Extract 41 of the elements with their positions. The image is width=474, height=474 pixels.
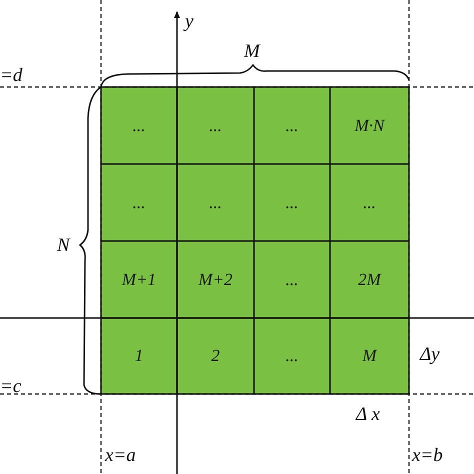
grid-cell (177, 318, 254, 394)
grid-cell (254, 241, 330, 318)
grid-cell (330, 241, 409, 318)
cell-label: ... (363, 192, 376, 212)
axis-label: x=a (105, 446, 136, 465)
cell-label: ... (286, 270, 298, 290)
axis-label: Δ x (356, 405, 380, 424)
cell-label: ... (209, 116, 222, 136)
axis-label: x=b (412, 446, 443, 465)
axis-label: =c (0, 377, 22, 396)
cell-label: ... (132, 116, 146, 136)
cell-label: 2 (211, 346, 220, 366)
grid-cell (177, 241, 254, 318)
cell-label: M (362, 346, 377, 366)
axis-label: M (244, 42, 260, 61)
axis-label: y (185, 12, 194, 31)
cell-label: 1 (134, 346, 144, 366)
grid-cell (254, 318, 330, 394)
axis-label: Δy (420, 345, 440, 364)
grid-cell (177, 164, 254, 241)
axis-label: =d (0, 66, 22, 85)
grid-cell (101, 318, 177, 394)
grid-cell (254, 87, 330, 164)
cell-label: ... (286, 346, 298, 366)
grid-cell (254, 164, 330, 241)
grid-cell (101, 164, 177, 241)
grid-cell (177, 87, 254, 164)
cell-label: M+2 (198, 270, 233, 290)
cell-label: M+1 (122, 270, 156, 290)
cell-label: ... (209, 192, 222, 212)
grid-cell (101, 87, 177, 164)
cell-label: M·N (354, 116, 384, 136)
cell-label: ... (286, 116, 298, 136)
cell-label: ... (286, 192, 298, 212)
axis-label: N (57, 236, 70, 255)
grid-cell (330, 87, 409, 164)
grid-cell (330, 164, 409, 241)
cell-label: 2M (358, 270, 381, 290)
cell-label: ... (132, 192, 146, 212)
grid-cell (101, 241, 177, 318)
grid-cell (330, 318, 409, 394)
